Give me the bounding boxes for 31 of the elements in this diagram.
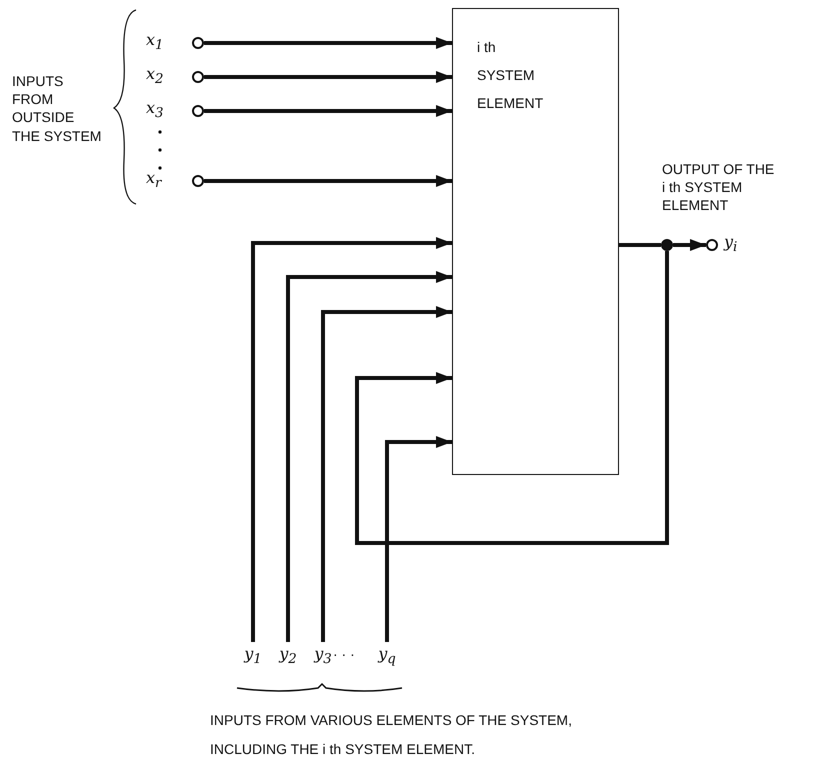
junction-dot	[661, 239, 673, 251]
arrow	[204, 175, 452, 187]
arrow	[204, 37, 452, 49]
signal-name: x$_{1}$	[146, 29, 164, 56]
caption-text: INPUTS FROM VARIOUS ELEMENTS OF THE SYSTEM, INCLUDING THE i th SYSTEM ELEMENT.	[210, 711, 573, 760]
arrow	[355, 251, 669, 545]
terminal-circle	[192, 105, 204, 117]
terminal-circle	[192, 175, 204, 187]
terminal-circle	[706, 239, 718, 251]
signal-name: y$_{2}$	[278, 643, 298, 670]
signal-name: x$_{2}$	[146, 63, 164, 90]
arrow	[673, 239, 706, 251]
arrow	[286, 271, 452, 642]
process-box	[452, 8, 619, 475]
arrow	[251, 237, 452, 642]
signal-name: x$_{3}$	[146, 97, 164, 124]
terminal-circle	[192, 71, 204, 83]
arrow	[204, 105, 452, 117]
arrow	[204, 71, 452, 83]
ellipsis: · · ·	[333, 645, 356, 664]
signal-name: y$_{3}$	[312, 643, 333, 670]
arrow	[385, 436, 452, 642]
arrow	[321, 306, 452, 642]
signal-name: y$_{q}$	[376, 643, 397, 670]
output-label: OUTPUT OF THE i th SYSTEM ELEMENT	[662, 160, 776, 215]
group-label: INPUTS FROM OUTSIDE THE SYSTEM	[12, 72, 102, 145]
signal-name: y$_{i}$	[724, 231, 738, 258]
terminal-circle	[192, 37, 204, 49]
signal-name: x$_{r}$	[146, 167, 162, 194]
box-title: i th SYSTEM ELEMENT	[477, 38, 544, 113]
signal-name: y$_{1}$	[242, 643, 263, 670]
